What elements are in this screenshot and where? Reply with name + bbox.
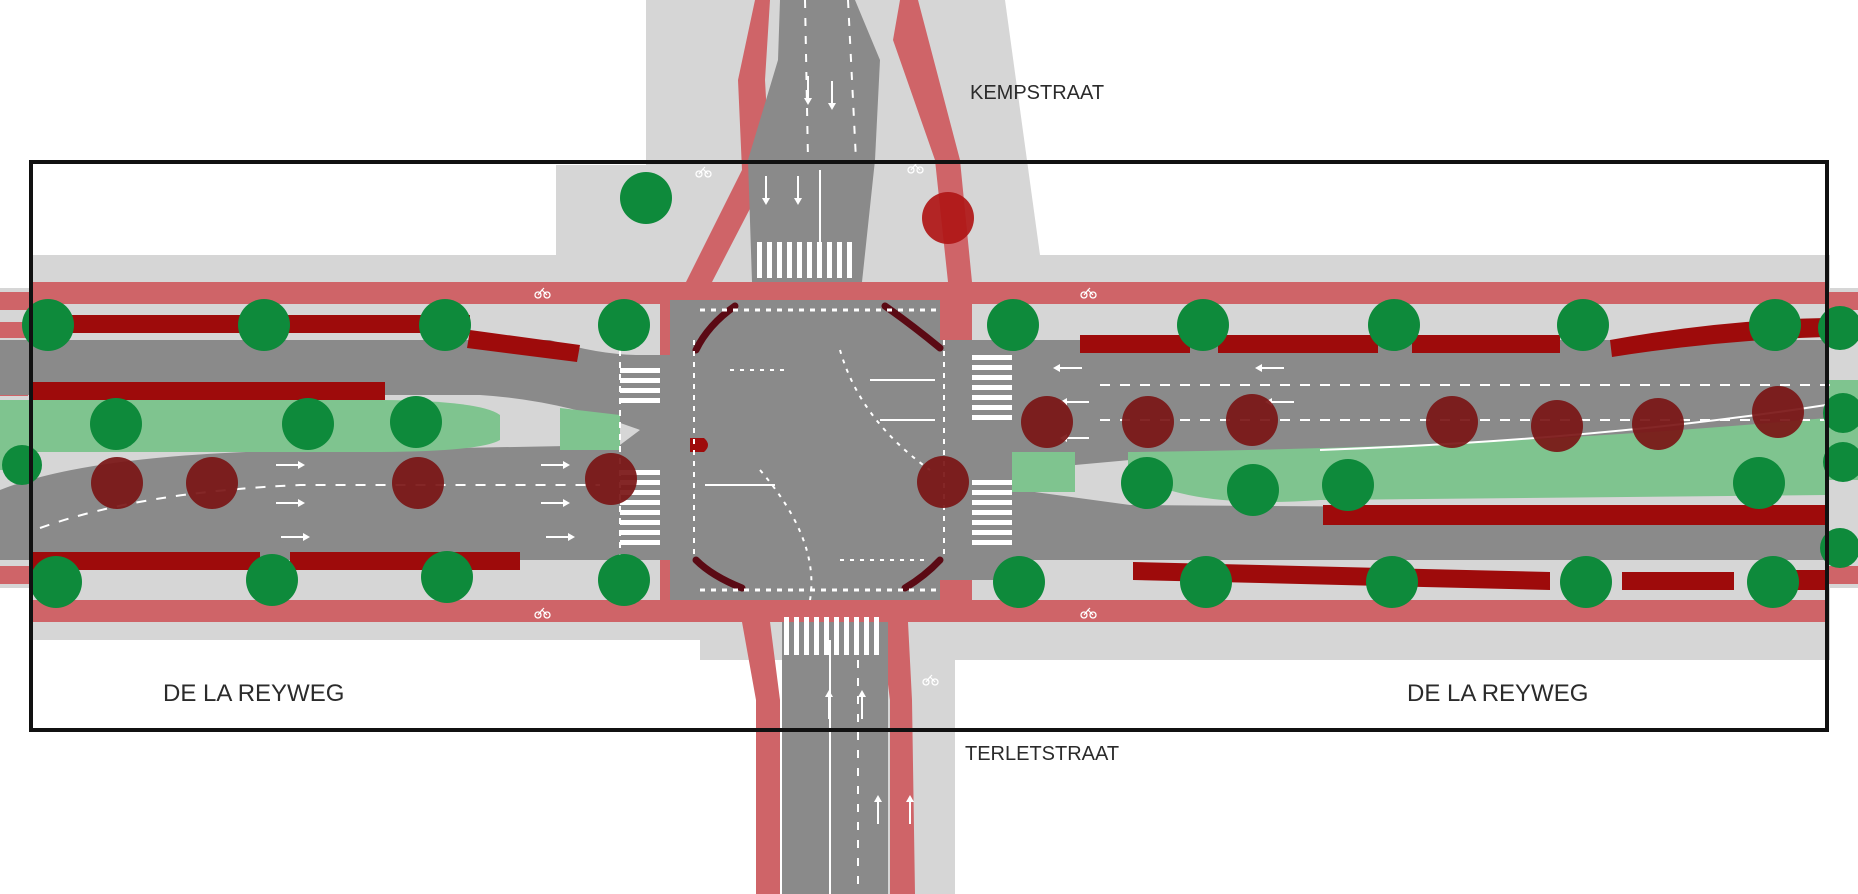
tree-icon — [186, 457, 238, 509]
tree-icon — [987, 299, 1039, 351]
tree-icon — [1021, 396, 1073, 448]
tree-icon — [1226, 394, 1278, 446]
tree-icon — [1227, 464, 1279, 516]
tree-icon — [390, 396, 442, 448]
tree-icon — [421, 551, 473, 603]
tree-icon — [90, 398, 142, 450]
tree-icon — [1823, 442, 1858, 482]
parking-removed — [30, 315, 1828, 590]
zebra-south — [784, 617, 879, 655]
tree-icon — [1531, 400, 1583, 452]
tree-icon — [238, 299, 290, 351]
tree-icon — [1560, 556, 1612, 608]
tree-icon — [282, 398, 334, 450]
street-label-terletstraat: TERLETSTRAAT — [965, 743, 1120, 765]
tree-icon — [246, 554, 298, 606]
tree-icon — [1733, 457, 1785, 509]
tree-icon — [419, 299, 471, 351]
street-label-de-la-reyweg-west: DE LA REYWEG — [163, 680, 345, 707]
zebra-north — [757, 242, 852, 278]
tree-icon — [922, 192, 974, 244]
tree-icon — [1426, 396, 1478, 448]
tree-icon — [1177, 299, 1229, 351]
tree-icon — [1749, 299, 1801, 351]
zebra-crossings — [620, 242, 1012, 655]
tree-icon — [91, 457, 143, 509]
tree-icon — [993, 556, 1045, 608]
trees-removed — [91, 192, 1804, 509]
tree-icon — [1820, 528, 1858, 568]
tree-icon — [1368, 299, 1420, 351]
project-boundary-frame — [29, 160, 1829, 732]
tree-icon — [22, 299, 74, 351]
tree-icon — [620, 172, 672, 224]
tree-icon — [1557, 299, 1609, 351]
zebra-east — [972, 355, 1012, 545]
tree-icon — [30, 556, 82, 608]
tree-icon — [1122, 396, 1174, 448]
tree-icon — [1180, 556, 1232, 608]
tree-icon — [598, 299, 650, 351]
street-label-de-la-reyweg-east: DE LA REYWEG — [1407, 680, 1589, 707]
tree-icon — [585, 453, 637, 505]
tree-icon — [1752, 386, 1804, 438]
tree-icon — [1121, 457, 1173, 509]
tree-icon — [1322, 459, 1374, 511]
trees-existing — [2, 172, 1858, 608]
tree-icon — [917, 456, 969, 508]
tree-icon — [1823, 393, 1858, 433]
tree-icon — [1747, 556, 1799, 608]
street-label-kempstraat: KEMPSTRAAT — [970, 82, 1105, 104]
tree-icon — [598, 554, 650, 606]
tree-icon — [392, 457, 444, 509]
tree-icon — [1366, 556, 1418, 608]
tree-icon — [1632, 398, 1684, 450]
tree-icon — [2, 445, 42, 485]
zebra-west — [620, 368, 660, 545]
